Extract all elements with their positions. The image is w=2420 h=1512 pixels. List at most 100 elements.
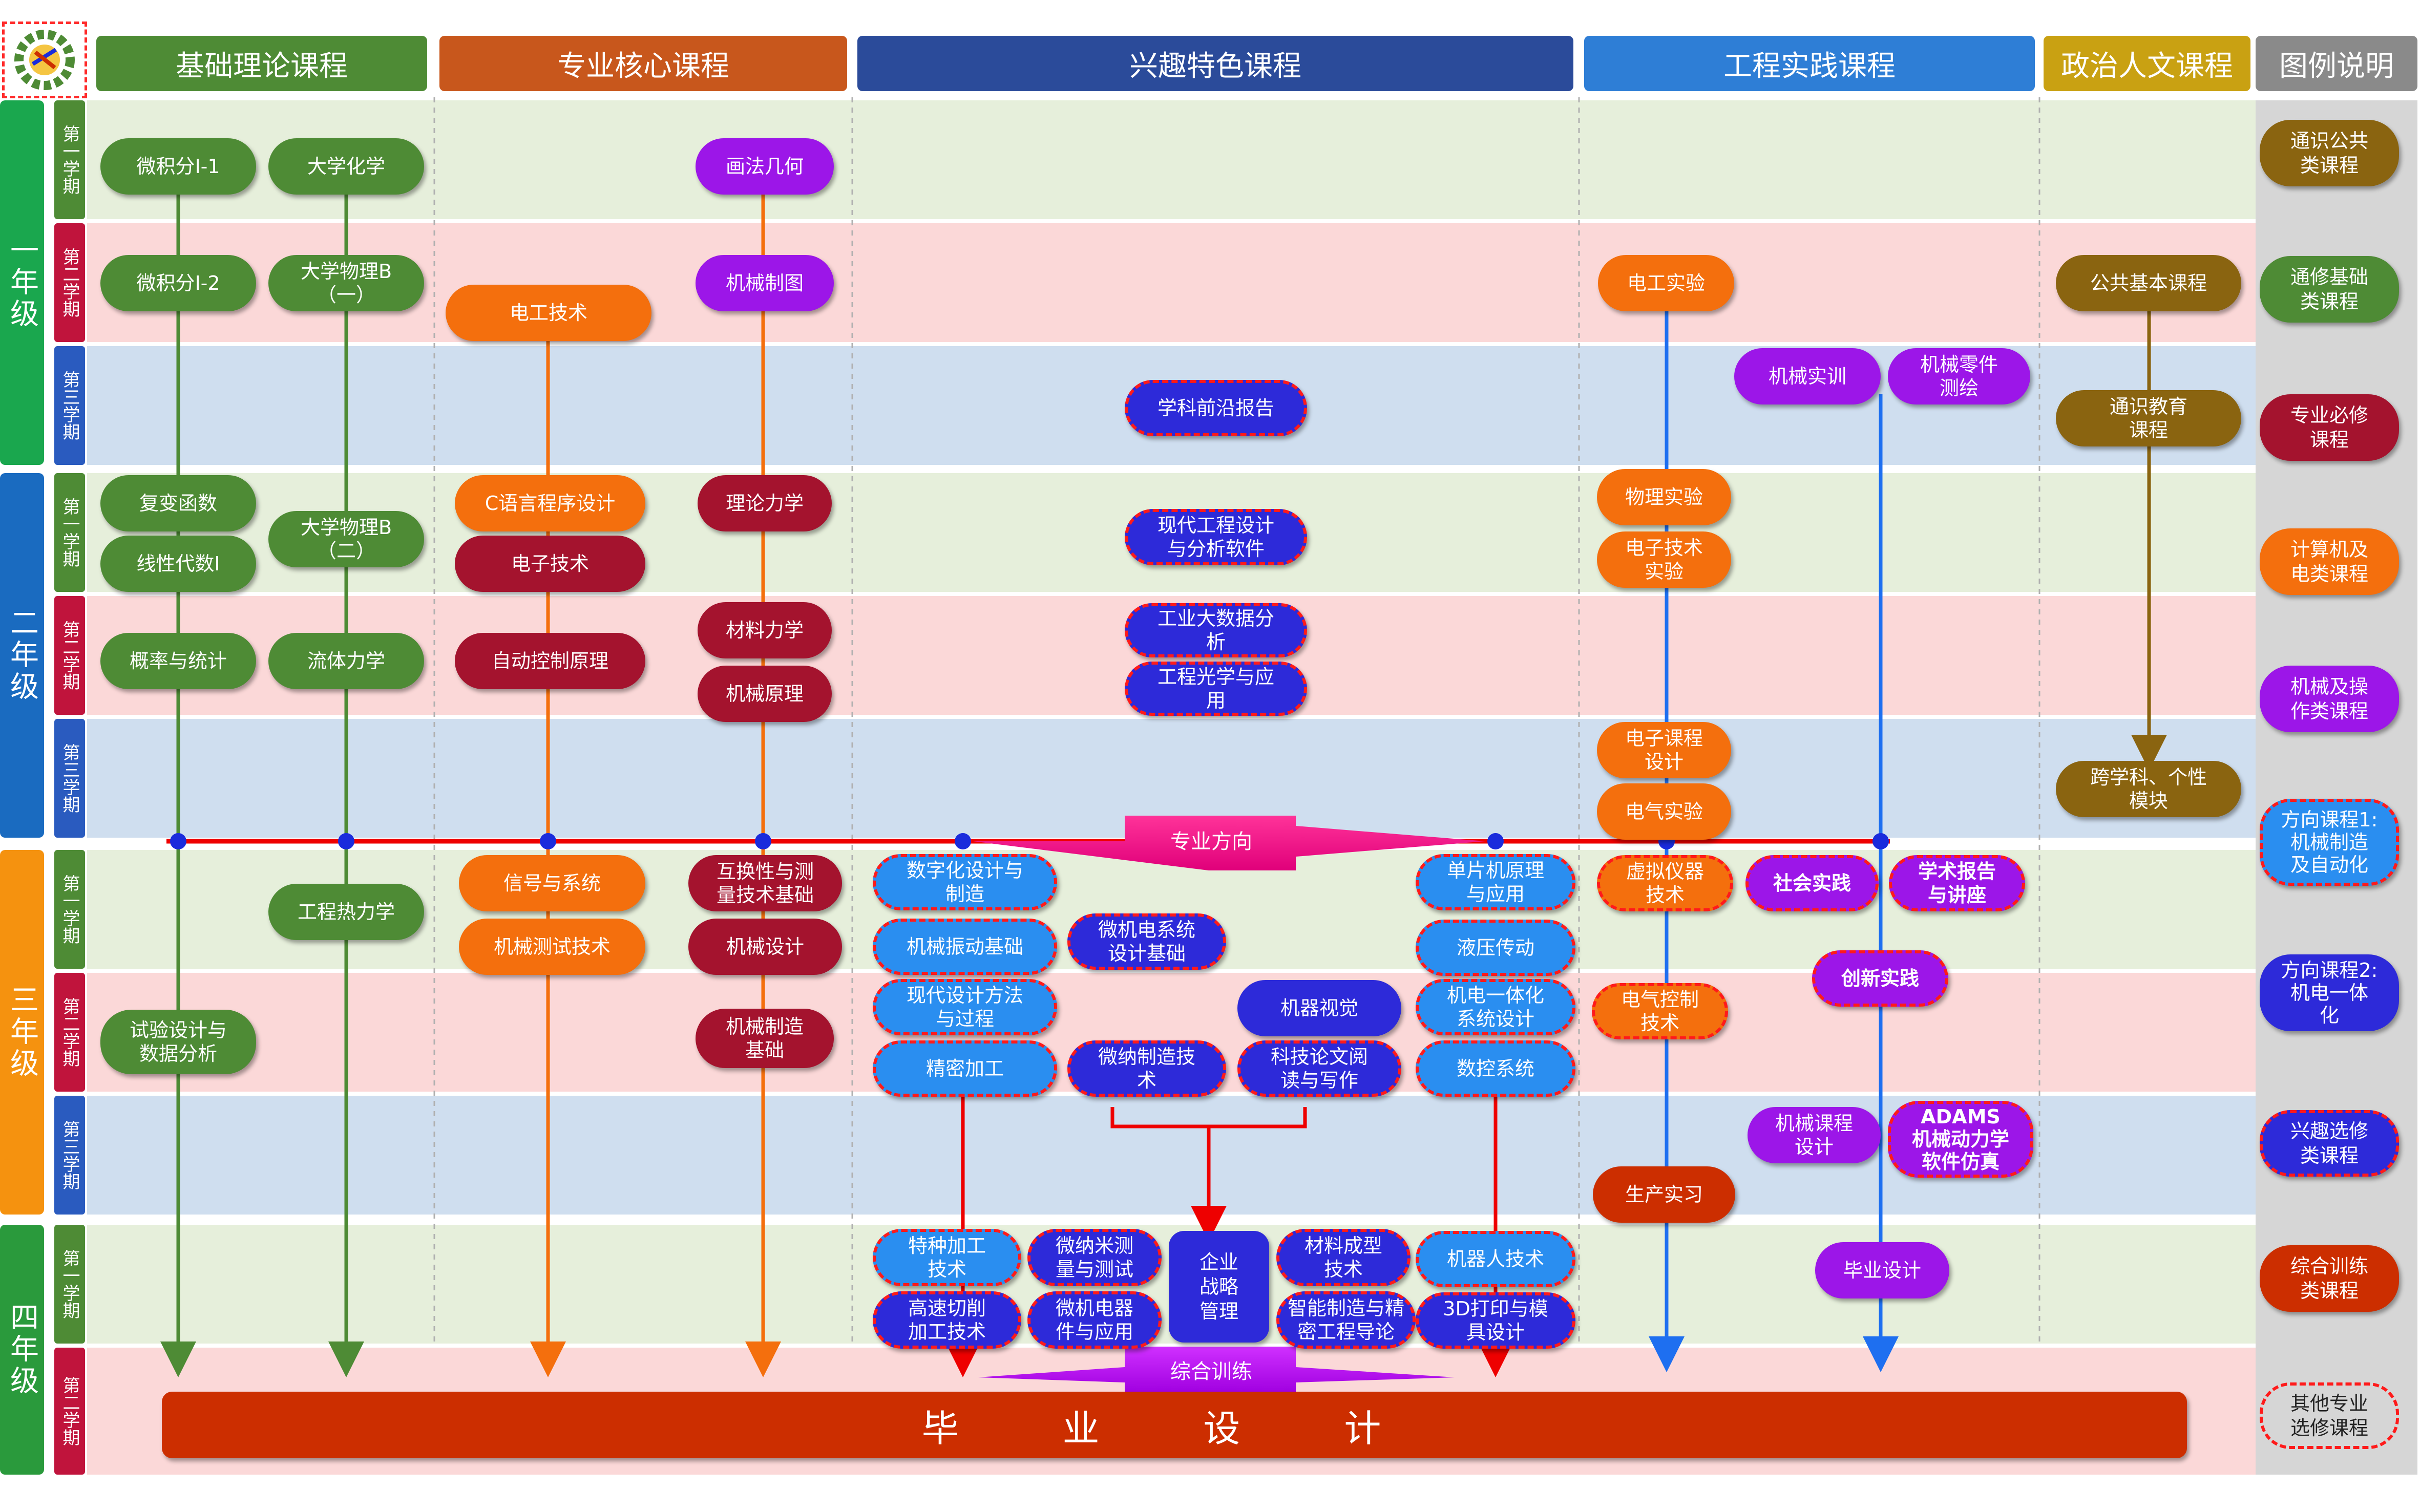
- legend-tongxiu: 通修基础 类课程: [2260, 256, 2399, 323]
- course-wuli-b2[interactable]: 大学物理B （二）: [268, 511, 424, 567]
- course-weijidianqi[interactable]: 微机电器 件与应用: [1027, 1291, 1162, 1349]
- course-jixie-shixun[interactable]: 机械实训: [1734, 348, 1881, 404]
- course-jiqiren[interactable]: 机器人技术: [1416, 1231, 1575, 1287]
- course-jixie-yuanli[interactable]: 机械原理: [698, 666, 832, 722]
- semester-y4-2: 第二学期: [54, 1348, 85, 1475]
- course-kecheng-sheji[interactable]: 机械课程 设计: [1748, 1107, 1881, 1163]
- year-2: 二年级: [0, 473, 44, 838]
- course-fubian[interactable]: 复变函数: [100, 475, 256, 531]
- semester-y4-1: 第一学期: [54, 1225, 85, 1344]
- course-xiandai-gongcheng[interactable]: 现代工程设计 与分析软件: [1125, 509, 1307, 565]
- course-zhineng[interactable]: 智能制造与精 密工程导论: [1276, 1291, 1416, 1349]
- course-keji-lunwen[interactable]: 科技论文阅 读与写作: [1237, 1040, 1401, 1097]
- logo: [2, 22, 87, 98]
- course-guangxue[interactable]: 工程光学与应 用: [1125, 662, 1307, 716]
- course-xianxing-daishu[interactable]: 线性代数I: [100, 536, 256, 592]
- course-yeya[interactable]: 液压传动: [1416, 920, 1575, 976]
- header-interest: 兴趣特色课程: [857, 36, 1573, 91]
- semester-y1-3: 第三学期: [54, 346, 85, 465]
- course-tongshi-jiaoyu[interactable]: 通识教育 课程: [2056, 390, 2241, 446]
- course-wuli-shiyan[interactable]: 物理实验: [1597, 469, 1731, 525]
- course-jixie-ceshi[interactable]: 机械测试技术: [459, 919, 645, 975]
- semester-y2-3: 第三学期: [54, 719, 85, 838]
- course-xueshu-baogao[interactable]: 学术报告 与讲座: [1889, 855, 2025, 911]
- course-xuni-yiqi[interactable]: 虚拟仪器 技术: [1597, 855, 1733, 911]
- course-shuzihua[interactable]: 数字化设计与 制造: [873, 854, 1057, 910]
- semester-y2-2: 第二学期: [54, 596, 85, 715]
- semester-y1-1: 第一学期: [54, 100, 85, 219]
- course-gaosu[interactable]: 高速切削 加工技术: [873, 1291, 1021, 1349]
- course-weijifen2[interactable]: 微积分I-2: [100, 255, 256, 311]
- legend-fangxiang2: 方向课程2: 机电一体 化: [2260, 954, 2399, 1031]
- header-core: 专业核心课程: [439, 36, 847, 91]
- course-cailiao-chengxing[interactable]: 材料成型 技术: [1276, 1229, 1411, 1286]
- course-jixie-zhizao[interactable]: 机械制造 基础: [696, 1009, 834, 1068]
- course-adams[interactable]: ADAMS 机械动力学 软件仿真: [1888, 1101, 2033, 1178]
- course-dianzi-shiyan[interactable]: 电子技术 实验: [1597, 531, 1731, 588]
- header-politics: 政治人文课程: [2044, 36, 2250, 91]
- course-shiyan-sheji[interactable]: 试验设计与 数据分析: [100, 1010, 256, 1074]
- header-legend: 图例说明: [2256, 36, 2417, 91]
- course-weijifen1[interactable]: 微积分I-1: [100, 138, 256, 195]
- header-basic: 基础理论课程: [96, 36, 427, 91]
- legend-jixie: 机械及操 作类课程: [2260, 666, 2399, 732]
- course-wuli-b1[interactable]: 大学物理B （一）: [268, 255, 424, 311]
- year-3: 三年级: [0, 850, 44, 1215]
- course-zidong-kongzhi[interactable]: 自动控制原理: [455, 633, 645, 689]
- course-shukong[interactable]: 数控系统: [1416, 1040, 1575, 1097]
- course-dianzi-jishu[interactable]: 电子技术: [455, 536, 645, 592]
- course-lingjian-cehui[interactable]: 机械零件 测绘: [1888, 348, 2030, 404]
- course-cailiao-lixue[interactable]: 材料力学: [698, 602, 832, 658]
- course-chuangxin[interactable]: 创新实践: [1812, 950, 1948, 1007]
- course-jixie-zhitu[interactable]: 机械制图: [696, 255, 834, 311]
- legend-bixiu: 专业必修 课程: [2260, 394, 2399, 461]
- course-weijidian[interactable]: 微机电系统 设计基础: [1067, 913, 1226, 970]
- course-gonggong-jiben[interactable]: 公共基本课程: [2056, 255, 2241, 311]
- course-dianzi-kecheng[interactable]: 电子课程 设计: [1597, 722, 1731, 778]
- legend-jisuanji: 计算机及 电类课程: [2260, 528, 2399, 595]
- semester-y2-1: 第一学期: [54, 473, 85, 592]
- course-huafajihe[interactable]: 画法几何: [696, 138, 834, 195]
- course-qiye[interactable]: 企业 战略 管理: [1169, 1231, 1269, 1343]
- course-jidian-yiti[interactable]: 机电一体化 系统设计: [1416, 979, 1575, 1035]
- band-y1-s1: [87, 100, 2256, 219]
- gear-logo-icon: [14, 30, 75, 90]
- training-arrow-label: 综合训练: [1170, 1360, 1252, 1383]
- header-practice: 工程实践课程: [1584, 36, 2035, 91]
- course-diangong-shiyan[interactable]: 电工实验: [1598, 255, 1734, 311]
- course-lilun-lixue[interactable]: 理论力学: [698, 475, 832, 531]
- course-shehui-shijian[interactable]: 社会实践: [1745, 855, 1879, 911]
- course-gongcheng-re[interactable]: 工程热力学: [268, 884, 424, 940]
- course-danpianji[interactable]: 单片机原理 与应用: [1416, 854, 1575, 910]
- course-weina-celiang[interactable]: 微纳米测 量与测试: [1027, 1229, 1162, 1286]
- year-1: 一年级: [0, 100, 44, 465]
- course-dianqi-kongzhi[interactable]: 电气控制 技术: [1592, 983, 1728, 1039]
- course-tezhong[interactable]: 特种加工 技术: [873, 1229, 1021, 1286]
- course-liuti[interactable]: 流体力学: [268, 633, 424, 689]
- legend-xingqu: 兴趣选修 类课程: [2260, 1110, 2399, 1177]
- legend-tongshi: 通识公共 类课程: [2260, 120, 2399, 186]
- course-daxuehuaxue[interactable]: 大学化学: [268, 138, 424, 195]
- graduation-design-bar[interactable]: 毕 业 设 计: [162, 1392, 2187, 1458]
- course-zhendong[interactable]: 机械振动基础: [873, 919, 1057, 975]
- course-diangong-jishu[interactable]: 电工技术: [446, 285, 651, 341]
- course-weina-zhizao[interactable]: 微纳制造技 术: [1067, 1040, 1226, 1097]
- course-biye-sheji[interactable]: 毕业设计: [1815, 1242, 1949, 1298]
- course-dashuju[interactable]: 工业大数据分 析: [1125, 603, 1307, 657]
- course-huhuanxing[interactable]: 互换性与测 量技术基础: [688, 855, 842, 911]
- course-dayin3d[interactable]: 3D打印与模 具设计: [1416, 1292, 1575, 1349]
- course-xueke-qianyan[interactable]: 学科前沿报告: [1125, 380, 1307, 436]
- course-gailv[interactable]: 概率与统计: [100, 633, 256, 689]
- legend-qita: 其他专业 选修课程: [2260, 1382, 2399, 1449]
- course-c-yuyan[interactable]: C语言程序设计: [455, 475, 645, 531]
- year-4: 四年级: [0, 1225, 44, 1475]
- course-shengchan[interactable]: 生产实习: [1593, 1166, 1735, 1223]
- course-jixie-sheji[interactable]: 机械设计: [688, 919, 842, 975]
- course-dianqi-shiyan[interactable]: 电气实验: [1597, 783, 1731, 840]
- course-kuaxueke[interactable]: 跨学科、个性 模块: [2056, 761, 2241, 817]
- semester-y1-2: 第二学期: [54, 223, 85, 342]
- course-xiandai-sheji[interactable]: 现代设计方法 与过程: [873, 979, 1057, 1035]
- course-jingmi[interactable]: 精密加工: [873, 1040, 1057, 1097]
- course-jiqi-shijue[interactable]: 机器视觉: [1237, 980, 1401, 1036]
- course-xinhao[interactable]: 信号与系统: [459, 855, 645, 911]
